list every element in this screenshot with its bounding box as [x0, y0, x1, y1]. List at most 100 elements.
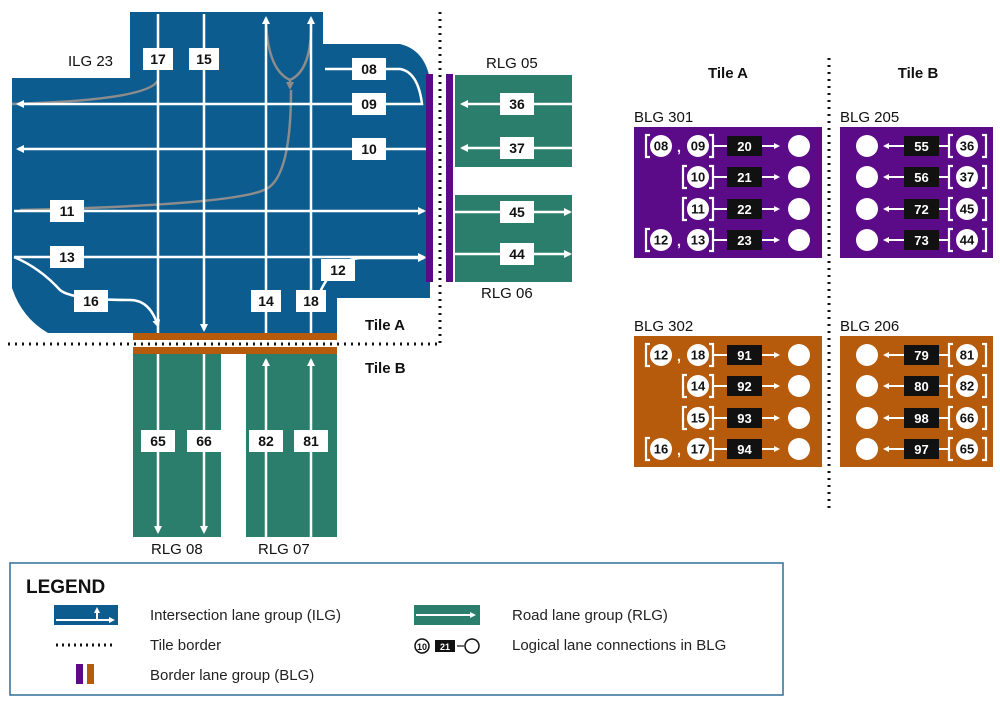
lane-18-label: 18 [303, 293, 319, 309]
comma: , [677, 233, 681, 250]
blg-lane-id: 55 [914, 139, 928, 154]
blg-lane-id: 23 [737, 233, 751, 248]
lane-44-label: 44 [509, 246, 525, 262]
blg-lane-id: 22 [737, 202, 751, 217]
target-lane-circle [856, 229, 878, 251]
blg-lane-id: 72 [914, 202, 928, 217]
bracket-open [947, 227, 953, 253]
blg-lane-id-box [727, 408, 762, 428]
source-lane-number: 12 [654, 233, 668, 248]
blg-lane-id-box [904, 408, 939, 428]
rlg-05-label: RLG 05 [486, 55, 538, 72]
target-lane-circle [788, 135, 810, 157]
lane-12-label: 12 [330, 262, 346, 278]
ilg-legend-icon [54, 605, 118, 625]
legend-icon-src: 10 [417, 642, 427, 652]
target-lane-circle [856, 135, 878, 157]
lane-37-label: 37 [509, 140, 525, 156]
bracket-open [644, 342, 650, 368]
bracket-open [947, 133, 953, 159]
blg-lane-id-box [727, 439, 762, 459]
blg-302-title: BLG 302 [634, 318, 693, 335]
lane-65-label: 65 [150, 433, 166, 449]
source-lane-circle [956, 198, 978, 220]
lane-16-label: 16 [83, 293, 99, 309]
blg-lane-id-box [727, 230, 762, 250]
target-lane-circle [788, 166, 810, 188]
panel-tile-a-header: Tile A [708, 65, 748, 82]
tile-b-label: Tile B [365, 360, 406, 377]
source-lane-number: 81 [960, 348, 974, 363]
lane-81-label: 81 [303, 433, 319, 449]
source-lane-circle [956, 375, 978, 397]
target-lane-circle [856, 198, 878, 220]
blg-lane-id-box [904, 345, 939, 365]
rlg-07-label: RLG 07 [258, 541, 310, 558]
source-lane-number: 65 [960, 442, 974, 457]
comma: , [677, 139, 681, 156]
blg-205-title: BLG 205 [840, 109, 899, 126]
blg-lane-id: 92 [737, 379, 751, 394]
ilg-lane-boxes: 17 15 08 09 10 11 13 16 14 18 12 [50, 48, 386, 312]
blg-lane-id: 20 [737, 139, 751, 154]
blg-301-title: BLG 301 [634, 109, 693, 126]
legend-logical-label: Logical lane connections in BLG [512, 637, 726, 654]
legend-box [9, 562, 784, 696]
blg-lane-id-box [727, 167, 762, 187]
bracket-open [947, 342, 953, 368]
target-lane-circle [856, 166, 878, 188]
blg-301-bar [426, 74, 433, 282]
source-lane-circle [650, 344, 672, 366]
lane-14-label: 14 [258, 293, 274, 309]
blg-lane-id-box [727, 376, 762, 396]
target-lane-circle [856, 438, 878, 460]
source-lane-number: 08 [654, 139, 668, 154]
source-lane-circle [687, 344, 709, 366]
bracket-open [947, 373, 953, 399]
legend-tile-label: Tile border [150, 637, 221, 654]
bracket-open [681, 164, 687, 190]
lane-82-label: 82 [258, 433, 274, 449]
source-lane-circle [650, 135, 672, 157]
target-lane-circle [788, 375, 810, 397]
legend-ilg-label: Intersection lane group (ILG) [150, 607, 341, 624]
target-lane-circle [788, 198, 810, 220]
legend-blg-label: Border lane group (BLG) [150, 667, 314, 684]
bracket-close [982, 405, 988, 431]
bracket-open [681, 196, 687, 222]
logical-connection-legend-icon: 10 21 [414, 638, 480, 654]
rlg-08-label: RLG 08 [151, 541, 203, 558]
bracket-open [681, 405, 687, 431]
source-lane-number: 82 [960, 379, 974, 394]
source-lane-number: 15 [691, 411, 705, 426]
blg-lane-id: 79 [914, 348, 928, 363]
source-lane-number: 11 [691, 202, 705, 217]
panel-tile-b-header: Tile B [898, 65, 939, 82]
source-lane-circle [687, 135, 709, 157]
target-lane-circle [856, 375, 878, 397]
blg-lane-id: 91 [737, 348, 751, 363]
lane-10-label: 10 [361, 141, 377, 157]
lane-36-label: 36 [509, 96, 525, 112]
source-lane-circle [687, 375, 709, 397]
blg-lane-id: 98 [914, 411, 928, 426]
legend-rlg-label: Road lane group (RLG) [512, 607, 668, 624]
source-lane-circle [650, 438, 672, 460]
target-lane-circle [788, 438, 810, 460]
lane-09-label: 09 [361, 96, 377, 112]
source-lane-number: 16 [654, 442, 668, 457]
blg-lane-id: 80 [914, 379, 928, 394]
ilg-label: ILG 23 [68, 53, 113, 70]
source-lane-circle [956, 344, 978, 366]
bracket-open [947, 196, 953, 222]
bracket-open [681, 373, 687, 399]
blg-lane-id: 97 [914, 442, 928, 457]
source-lane-number: 66 [960, 411, 974, 426]
source-lane-circle [687, 166, 709, 188]
blg-lane-id: 93 [737, 411, 751, 426]
blg-lane-id-box [727, 136, 762, 156]
blg-lane-id-box [904, 230, 939, 250]
